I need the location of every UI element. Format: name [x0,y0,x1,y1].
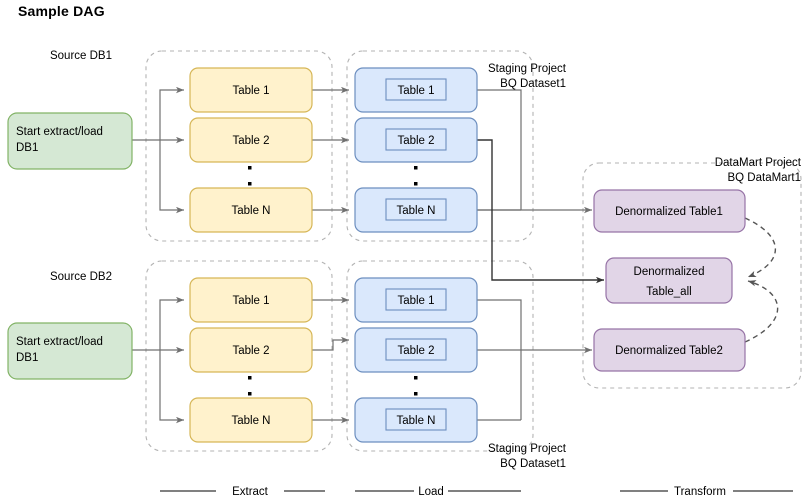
phase-marker-transform: Transform [620,486,793,498]
node-extract2-tablen[interactable]: Table N [189,397,313,443]
node-load2-table1[interactable]: Table 1 [354,277,478,323]
label-source-db2: Source DB2 [50,271,112,283]
label-source-db1: Source DB1 [50,50,112,62]
phase-transform-label: Transform [674,486,726,498]
node-load2-table2[interactable]: Table 2 [354,327,478,373]
container-datamart [582,162,802,389]
container-source-db2 [145,260,333,452]
denormalized-tableall-line1: Denormalized [634,266,705,278]
ellipsis-dot-extract2-b [248,392,252,396]
node-load1-tablen[interactable]: Table N [354,187,478,233]
extract1-tablen-label: Table N [232,205,271,217]
load1-table2-label: Table 2 [397,135,434,147]
label-datamart-line1: DataMart Project [715,157,802,169]
label-staging-bottom-line2: BQ Dataset1 [500,458,566,470]
container-source-db1 [145,50,333,242]
connector-start1-to-t1 [159,86,184,140]
node-load1-table2[interactable]: Table 2 [354,117,478,163]
node-extract2-table2[interactable]: Table 2 [189,327,313,373]
load1-table1-label: Table 1 [397,85,434,97]
extract1-table1-label: Table 1 [232,85,269,97]
phase-extract-label: Extract [232,486,269,498]
ellipsis-dot-extract2-a [248,376,252,380]
node-extract1-table1[interactable]: Table 1 [189,67,313,113]
page-title: Sample DAG [18,3,105,19]
label-staging-top-line2: BQ Dataset1 [500,78,566,90]
node-denormalized-table2[interactable]: Denormalized Table2 [593,328,746,372]
denormalized-table1-label: Denormalized Table1 [615,206,723,218]
connector-ld1t2-to-tableall [477,139,604,284]
container-staging-bottom [346,260,534,452]
denormalized-table2-label: Denormalized Table2 [615,345,723,357]
node-extract1-tablen[interactable]: Table N [189,187,313,233]
node-load1-table1[interactable]: Table 1 [354,67,478,113]
label-datamart-line2: BQ DataMart1 [728,172,802,184]
ellipsis-dot-load2-b [414,392,418,396]
extract1-table2-label: Table 2 [232,135,269,147]
phase-marker-extract: Extract [160,486,325,498]
node-start-extract-load-db1-bottom[interactable]: Start extract/load DB1 [7,322,133,380]
start-node-1-line2: DB1 [16,142,38,154]
connector-ld1t1-merge [477,89,522,210]
connector-start1-to-tn [159,140,184,214]
ellipsis-dot-extract1-a [248,166,252,170]
phase-load-label: Load [418,486,444,498]
connector-ex2t2-to-ld2t2 [312,336,349,351]
extract2-table2-label: Table 2 [232,345,269,357]
node-load2-tablen[interactable]: Table N [354,397,478,443]
phase-marker-load: Load [355,486,521,498]
node-extract2-table1[interactable]: Table 1 [189,277,313,323]
ellipsis-dot-load2-a [414,376,418,380]
denormalized-tableall-line2: Table_all [646,286,691,298]
start-node-2-line1: Start extract/load [16,336,103,348]
start-node-1-line1: Start extract/load [16,126,103,138]
connector-ld2t1-merge [477,299,522,420]
node-denormalized-table-all[interactable]: Denormalized Table_all [605,257,733,304]
node-extract1-table2[interactable]: Table 2 [189,117,313,163]
ellipsis-dot-load1-a [414,166,418,170]
node-start-extract-load-db1-top[interactable]: Start extract/load DB1 [7,112,133,170]
label-staging-bottom-line1: Staging Project [488,443,567,455]
start-node-2-line2: DB1 [16,352,38,364]
load2-table2-label: Table 2 [397,345,434,357]
extract2-tablen-label: Table N [232,415,271,427]
connector-start2-to-t1 [159,296,184,350]
ellipsis-dot-extract1-b [248,182,252,186]
connector-start2-to-tn [159,350,184,424]
load2-tablen-label: Table N [397,415,436,427]
label-staging-top-line1: Staging Project [488,63,567,75]
connector-denorm1-to-tableall [744,217,776,278]
load2-table1-label: Table 1 [397,295,434,307]
node-denormalized-table1[interactable]: Denormalized Table1 [593,189,746,233]
ellipsis-dot-load1-b [414,182,418,186]
load1-tablen-label: Table N [397,205,436,217]
container-staging-top [346,50,534,242]
extract2-table1-label: Table 1 [232,295,269,307]
connector-denorm2-to-tableall [744,280,779,343]
